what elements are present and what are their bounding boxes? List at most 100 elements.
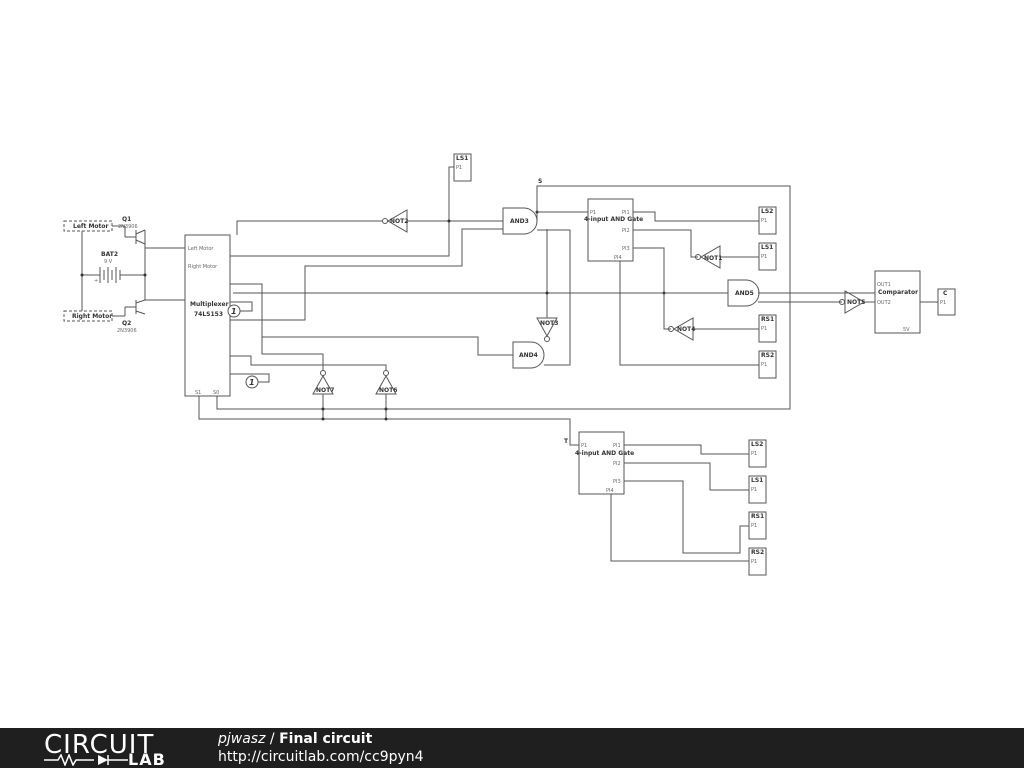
sensor-rs2-b: RS2 P1 xyxy=(748,547,767,576)
left-motor-label: Left Motor xyxy=(73,223,109,230)
sensor-rs2-a: RS2 P1 xyxy=(758,350,777,379)
gate-a-name: 4-input AND Gate xyxy=(584,216,643,223)
sensor-ls2-a: LS2 P1 xyxy=(758,206,777,235)
circuit-schematic: Left Motor Right Motor Q1 2N3906 Q2 2N39… xyxy=(63,153,956,576)
rs2-b-pin: P1 xyxy=(751,559,757,565)
ls2-a-pin: P1 xyxy=(761,218,767,224)
author-link[interactable]: pjwasz xyxy=(218,731,266,747)
mux-left-motor-pin: Left Motor xyxy=(188,246,214,252)
and3-label: AND3 xyxy=(510,218,529,225)
sensor-rs1-a: RS1 P1 xyxy=(758,314,777,343)
sensor-ls1-top: LS1 P1 xyxy=(453,153,472,182)
gate-b-p1: P1 xyxy=(581,443,587,449)
gate-a-pi1: PI1 xyxy=(622,210,630,216)
q1-label: Q1 xyxy=(122,216,131,223)
not7-label: NOT7 xyxy=(316,387,334,394)
mux-s1-pin: S1 xyxy=(195,390,201,396)
svg-text:+: + xyxy=(94,278,98,284)
not3-gate: NOT3 xyxy=(536,317,558,342)
mux-s0-pin: S0 xyxy=(213,390,219,396)
transistor-q2: Q2 2N3906 xyxy=(117,299,146,334)
battery-voltage: 9 V xyxy=(104,259,113,265)
ls1-a-label: LS1 xyxy=(761,244,773,251)
rs2-b-label: RS2 xyxy=(751,549,764,556)
not7-gate: NOT7 xyxy=(312,370,334,395)
not1-label: NOT1 xyxy=(704,255,722,262)
not4-label: NOT4 xyxy=(677,326,695,333)
mux-part: 74LS153 xyxy=(194,311,223,318)
ls1-b-label: LS1 xyxy=(751,477,763,484)
circuit-title-line: pjwasz / Final circuit xyxy=(218,731,372,747)
not2-label: NOT2 xyxy=(390,218,408,225)
title-separator: / xyxy=(265,731,280,747)
rs1-a-label: RS1 xyxy=(761,316,774,323)
constant-one-source-a: 1 xyxy=(227,301,253,318)
circuit-url[interactable]: http://circuitlab.com/cc9pyn4 xyxy=(218,749,424,765)
gate-a-pi2: PI2 xyxy=(622,228,630,234)
not6-label: NOT6 xyxy=(379,387,397,394)
comp-name: Comparator xyxy=(878,289,918,296)
rs2-a-pin: P1 xyxy=(761,362,767,368)
motor-wiring xyxy=(80,225,185,317)
gate-a-p1: P1 xyxy=(590,210,596,216)
constant-one-a-label: 1 xyxy=(231,307,237,316)
not2-gate: NOT2 xyxy=(382,209,408,233)
sensor-ls2-b: LS2 P1 xyxy=(748,439,767,468)
and4-label: AND4 xyxy=(519,352,538,359)
not4-gate: NOT4 xyxy=(668,317,695,341)
transistor-q1: Q1 2N3906 xyxy=(118,216,146,245)
footer-bar: CIRCUIT LAB pjwasz / Final circuit http:… xyxy=(0,728,1024,769)
circuitlab-logo-lab: LAB xyxy=(128,750,166,769)
rs1-a-pin: P1 xyxy=(761,326,767,332)
q2-label: Q2 xyxy=(122,320,131,327)
ls1-top-label: LS1 xyxy=(456,155,468,162)
rs1-b-label: RS1 xyxy=(751,513,764,520)
q1-part: 2N3906 xyxy=(118,224,138,230)
comp-out1: OUT1 xyxy=(877,282,891,288)
not6-gate: NOT6 xyxy=(375,370,397,395)
q2-part: 2N3906 xyxy=(117,328,137,334)
sensor-ls1-a: LS1 P1 xyxy=(758,242,777,271)
and5-label: AND5 xyxy=(735,290,754,297)
net-label-t: T xyxy=(564,438,569,445)
ls1-a-pin: P1 xyxy=(761,254,767,260)
gate-b-name: 4-input AND Gate xyxy=(575,450,634,457)
circuit-title[interactable]: Final circuit xyxy=(279,731,373,747)
not3-label: NOT3 xyxy=(540,320,558,327)
gate-b-pi1: PI1 xyxy=(613,443,621,449)
left-motor: Left Motor xyxy=(63,220,113,232)
battery-bat2: + BAT2 9 V xyxy=(94,251,121,284)
right-motor: Right Motor xyxy=(63,310,113,322)
not1-gate: NOT1 xyxy=(695,245,722,269)
multiplexer-74ls153: Left Motor Right Motor Multiplexer 74LS1… xyxy=(184,234,231,397)
comparator: OUT1 Comparator OUT2 5V xyxy=(874,270,921,334)
c-pin: P1 xyxy=(940,300,946,306)
rs2-a-label: RS2 xyxy=(761,352,774,359)
gate-b-pi4: PI4 xyxy=(606,488,614,494)
comp-out2: OUT2 xyxy=(877,300,891,306)
ls1-b-pin: P1 xyxy=(751,487,757,493)
ls2-b-label: LS2 xyxy=(751,441,763,448)
output-c: C P1 xyxy=(937,288,956,316)
not5-gate: NOT5 xyxy=(839,290,865,314)
ls2-a-label: LS2 xyxy=(761,208,773,215)
rs1-b-pin: P1 xyxy=(751,523,757,529)
and4-gate: AND4 xyxy=(512,341,545,369)
sensor-ls1-b: LS1 P1 xyxy=(748,475,767,504)
gate-b-pi3: PI3 xyxy=(613,479,621,485)
right-motor-label: Right Motor xyxy=(72,313,112,320)
mux-name: Multiplexer xyxy=(190,301,229,308)
mux-right-motor-pin: Right Motor xyxy=(188,264,218,270)
circuitlab-logo[interactable]: CIRCUIT xyxy=(44,730,155,760)
gate-a-pi3: PI3 xyxy=(622,246,630,252)
ls1-top-pin: P1 xyxy=(456,165,462,171)
and5-gate: AND5 xyxy=(727,279,760,307)
gate-b-pi2: PI2 xyxy=(613,461,621,467)
comp-5v: 5V xyxy=(903,327,910,333)
four-input-and-gate-b: T P1 4-input AND Gate PI1 PI2 PI3 PI4 xyxy=(564,431,634,495)
sensor-rs1-b: RS1 P1 xyxy=(748,511,767,540)
gate-a-pi4: PI4 xyxy=(614,255,622,261)
and3-gate: AND3 xyxy=(502,207,538,235)
not5-label: NOT5 xyxy=(847,299,865,306)
circuit-symbol-icon xyxy=(44,754,128,766)
